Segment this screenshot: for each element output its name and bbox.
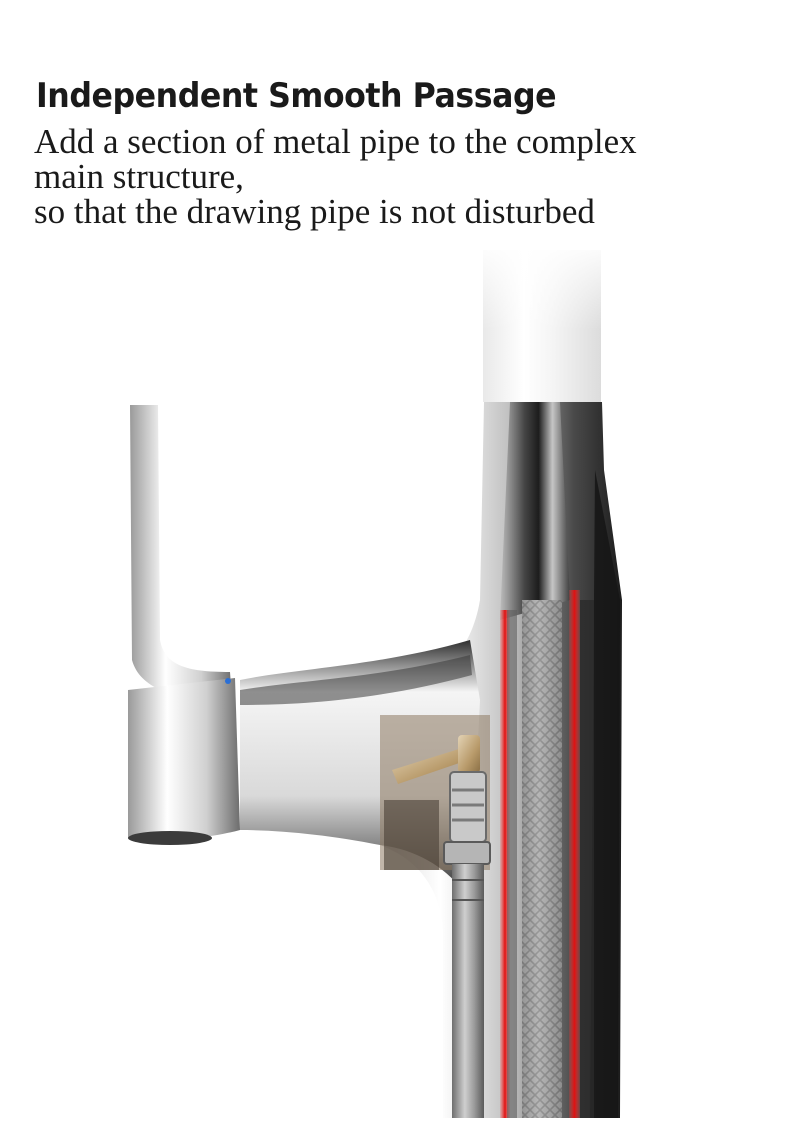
- headline: Independent Smooth Passage: [36, 76, 557, 116]
- valve-body: [128, 678, 240, 840]
- lever-handle: [130, 405, 232, 701]
- metal-pipe-section: [392, 748, 468, 784]
- passage-highlight-left: [500, 610, 510, 1118]
- passage-highlight-right: [569, 590, 580, 1118]
- description-line-2: main structure,: [34, 157, 244, 196]
- supply-hose: [452, 864, 484, 1118]
- description-line-3: so that the drawing pipe is not disturbe…: [34, 192, 595, 231]
- description-line-1: Add a section of metal pipe to the compl…: [34, 122, 637, 161]
- description: Add a section of metal pipe to the compl…: [34, 124, 774, 229]
